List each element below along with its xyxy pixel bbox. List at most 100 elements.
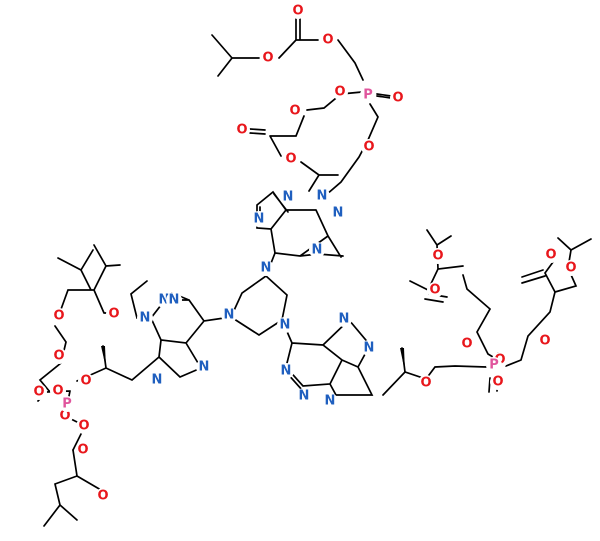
atom-label-o: O [33, 385, 44, 400]
atom-label-background [221, 307, 237, 323]
atom-label-o: O [52, 384, 63, 399]
atom-label-o: O [322, 33, 333, 48]
atom-label-o: O [392, 91, 403, 106]
atom-label-background [336, 311, 352, 327]
atom-label-background [361, 139, 377, 155]
atom-label-background [543, 247, 559, 263]
atom-label-o: O [565, 261, 576, 276]
atom-label-n: N [281, 364, 292, 379]
atom-label-background [106, 306, 122, 322]
atom-label-background [278, 363, 294, 379]
atom-label-background [427, 282, 443, 298]
atom-label-n: N [140, 311, 151, 326]
atom-label-background [59, 396, 75, 412]
stereo-wedges [101, 346, 405, 372]
atom-label-n: N [325, 394, 336, 409]
atom-label-background [390, 90, 406, 106]
atom-label-o: O [53, 349, 64, 364]
atom-label-background [563, 260, 579, 276]
atom-label-background [430, 248, 446, 264]
atom-label-n: N [199, 360, 210, 375]
atom-label-n: N [159, 293, 170, 308]
atom-label-o: O [285, 152, 296, 167]
atom-label-background [361, 340, 377, 356]
atom-label-n: N [152, 373, 163, 388]
atom-label-background [283, 151, 299, 167]
atom-label-p: P [489, 358, 499, 373]
atom-label-p: P [363, 88, 373, 103]
atom-label-n: N [283, 190, 294, 205]
atom-label-background [320, 32, 336, 48]
atom-label-o: O [59, 409, 70, 424]
atom-label-background [360, 87, 376, 103]
atom-label-n: N [224, 308, 235, 323]
atom-label-n: N [312, 243, 323, 258]
atom-label-o: O [539, 334, 550, 349]
atom-label-o: O [108, 307, 119, 322]
atom-label-background [260, 50, 276, 66]
atom-label-n: N [339, 312, 350, 327]
atom-label-background [537, 333, 553, 349]
atom-label-background [486, 357, 502, 373]
atom-label-background [196, 359, 212, 375]
atom-label-o: O [429, 283, 440, 298]
atom-label-n: N [254, 212, 265, 227]
atom-label-o: O [363, 140, 374, 155]
atom-label-background [76, 418, 92, 434]
atom-label-background [166, 292, 182, 308]
atom-label-background [314, 188, 330, 204]
stereo-wedge [101, 346, 106, 368]
atom-label-o: O [289, 104, 300, 119]
stereo-wedge [400, 348, 405, 372]
atom-label-background [459, 336, 475, 352]
atom-label-o: O [262, 51, 273, 66]
atom-label-background [330, 205, 346, 221]
atom-label-background [50, 383, 66, 399]
atom-label-background [290, 3, 306, 19]
atom-label-n: N [333, 206, 344, 221]
atom-label-background [309, 242, 325, 258]
atom-label-o: O [97, 489, 108, 504]
atom-label-background [418, 375, 434, 391]
atom-label-background [95, 488, 111, 504]
atom-label-background [251, 211, 267, 227]
atom-label-o: O [236, 123, 247, 138]
atom-label-background [296, 388, 312, 404]
atom-label-o: O [78, 419, 89, 434]
atom-label-o: O [420, 376, 431, 391]
atom-label-background [490, 374, 506, 390]
atom-label-n: N [317, 189, 328, 204]
atom-label-background [280, 189, 296, 205]
atom-label-o: O [80, 374, 91, 389]
atom-label-background [78, 373, 94, 389]
atom-label-o: O [292, 4, 303, 19]
atom-label-background [332, 84, 348, 100]
atom-label-o: O [492, 375, 503, 390]
atom-label-background [322, 393, 338, 409]
atom-label-background [51, 348, 67, 364]
atom-label-n: N [280, 318, 291, 333]
atom-label-background [51, 308, 67, 324]
atom-label-o: O [334, 85, 345, 100]
atom-label-o: O [432, 249, 443, 264]
bond-lines [37, 17, 592, 527]
atom-label-n: N [364, 341, 375, 356]
atom-label-n: N [261, 261, 272, 276]
atom-label-o: O [77, 443, 88, 458]
atom-label-background [57, 408, 73, 424]
atom-label-background [31, 384, 47, 400]
atom-label-background [137, 310, 153, 326]
atom-label-background [287, 103, 303, 119]
atom-label-background [75, 442, 91, 458]
atom-label-o: O [461, 337, 472, 352]
atom-label-n: N [299, 389, 310, 404]
atom-label-background [234, 122, 250, 138]
atom-label-o: O [53, 309, 64, 324]
atom-label-o: O [545, 248, 556, 263]
atom-label-background [277, 317, 293, 333]
atom-label-background [149, 372, 165, 388]
atom-label-n: N [169, 293, 180, 308]
atom-label-background [258, 260, 274, 276]
